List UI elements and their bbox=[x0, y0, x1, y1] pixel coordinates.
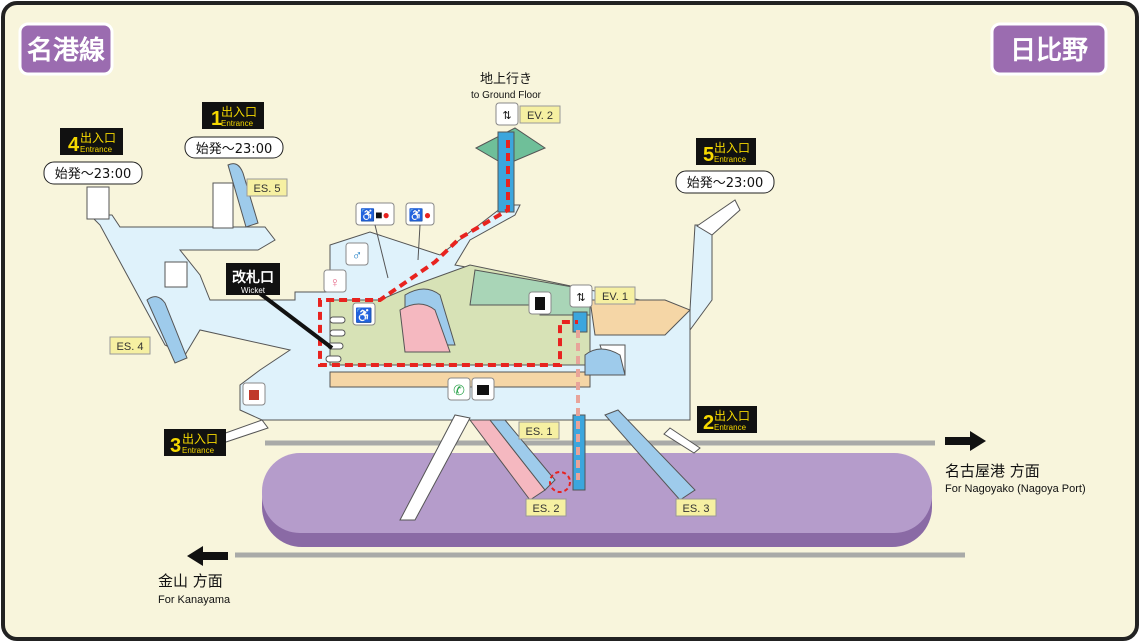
ev1-text: EV. 1 bbox=[602, 291, 628, 303]
wicket-en: Wicket bbox=[241, 286, 266, 295]
direction-right-en: For Nagoyako (Nagoya Port) bbox=[945, 483, 1086, 495]
elevator-1-icon: ⇅ bbox=[569, 284, 593, 308]
entrance-en: Entrance bbox=[714, 423, 747, 432]
svg-text:♂: ♂ bbox=[352, 247, 363, 263]
wicket-pointer bbox=[256, 290, 334, 350]
entrance-jp: 出入口 bbox=[182, 432, 218, 446]
station-name: 日比野 bbox=[1010, 36, 1088, 66]
svg-text:♀: ♀ bbox=[330, 274, 341, 290]
locker-icon bbox=[471, 377, 495, 401]
wicket-label: 改札口 Wicket bbox=[226, 263, 280, 295]
svg-text:✆: ✆ bbox=[453, 382, 465, 398]
entrance-3: 3 出入口 Entrance bbox=[164, 429, 226, 457]
entrance-jp: 出入口 bbox=[714, 409, 750, 423]
wheelchair-icon: ♿ bbox=[352, 302, 376, 326]
wheelchair-space-icon bbox=[549, 471, 571, 493]
entrance-5: 5 出入口 Entrance 始発～23:00 bbox=[675, 138, 775, 194]
arrow-right-icon bbox=[945, 431, 986, 451]
entrance-2: 2 出入口 Entrance bbox=[697, 406, 757, 434]
arrow-left-icon bbox=[187, 546, 228, 566]
ev1-label: EV. 1 bbox=[594, 286, 636, 305]
direction-left-jp: 金山 方面 bbox=[158, 572, 223, 590]
es1-label: ES. 1 bbox=[518, 421, 560, 440]
line-badge: 名港線 bbox=[18, 22, 114, 76]
platform bbox=[262, 453, 932, 533]
direction-right-jp: 名古屋港 方面 bbox=[945, 462, 1040, 480]
entrance-en: Entrance bbox=[221, 119, 254, 128]
entrance-number: 4 bbox=[68, 134, 80, 156]
entrance-jp: 出入口 bbox=[80, 131, 116, 145]
facility-icons: ♿■● ♿● ♂ ♀ ♿ ⇅ ⇅ ✆ bbox=[242, 102, 593, 406]
entrance-en: Entrance bbox=[714, 155, 747, 164]
accessible-toilet-icon: ♿■● bbox=[355, 202, 395, 226]
entrance-en: Entrance bbox=[80, 145, 113, 154]
entrance-hours: 始発～23:00 bbox=[196, 142, 272, 157]
equipment-labels: ES. 1 ES. 2 ES. 3 ES. 4 ES. 5 EV. 1 EV. … bbox=[109, 105, 717, 517]
station-staff-icon bbox=[528, 291, 552, 315]
es2-label: ES. 2 bbox=[525, 498, 567, 517]
entrance-number: 5 bbox=[703, 144, 714, 166]
es2-text: ES. 2 bbox=[533, 503, 560, 515]
svg-text:⇅: ⇅ bbox=[576, 292, 585, 304]
ticket-office-icon bbox=[242, 382, 266, 406]
entrance-jp: 出入口 bbox=[221, 105, 257, 119]
svg-text:⇅: ⇅ bbox=[502, 110, 511, 122]
es5-text: ES. 5 bbox=[254, 183, 281, 195]
es4-label: ES. 4 bbox=[109, 336, 151, 355]
ev2-text: EV. 2 bbox=[527, 110, 553, 122]
entrance-jp: 出入口 bbox=[714, 141, 750, 155]
mens-toilet-icon: ♂ bbox=[345, 242, 369, 266]
wicket-gates bbox=[325, 316, 346, 363]
room-area bbox=[589, 299, 691, 336]
entrance-1: 1 出入口 Entrance 始発～23:00 bbox=[184, 102, 284, 159]
direction-left-en: For Kanayama bbox=[158, 594, 231, 606]
escalators bbox=[146, 163, 696, 501]
entrance-hours: 始発～23:00 bbox=[687, 176, 763, 191]
entrance-4: 4 出入口 Entrance 始発～23:00 bbox=[43, 128, 143, 185]
svg-text:♿●: ♿● bbox=[409, 208, 431, 222]
es1-text: ES. 1 bbox=[526, 426, 553, 438]
accessible-toilet-icon-2: ♿● bbox=[405, 202, 435, 226]
svg-text:♿: ♿ bbox=[355, 307, 372, 324]
entrance-hours: 始発～23:00 bbox=[55, 167, 131, 182]
accessible-route bbox=[318, 140, 578, 367]
es5-label: ES. 5 bbox=[246, 178, 288, 197]
ground-floor-jp: 地上行き bbox=[480, 72, 532, 87]
telephone-icon: ✆ bbox=[447, 377, 471, 401]
es3-label: ES. 3 bbox=[675, 498, 717, 517]
entrance-number: 1 bbox=[211, 108, 222, 130]
svg-text:♿■●: ♿■● bbox=[360, 208, 389, 222]
womens-toilet-icon: ♀ bbox=[323, 269, 347, 293]
entrance-en: Entrance bbox=[182, 446, 215, 455]
entrance-number: 3 bbox=[170, 435, 181, 457]
ev2-label: EV. 2 bbox=[519, 105, 561, 124]
entrance-number: 2 bbox=[703, 412, 714, 434]
es4-text: ES. 4 bbox=[117, 341, 144, 353]
es3-text: ES. 3 bbox=[683, 503, 710, 515]
elevator-2-icon: ⇅ bbox=[495, 102, 519, 126]
wicket-jp: 改札口 bbox=[232, 269, 274, 286]
station-badge: 日比野 bbox=[990, 22, 1108, 76]
ground-floor-en: to Ground Floor bbox=[471, 90, 542, 101]
line-name: 名港線 bbox=[27, 35, 105, 66]
